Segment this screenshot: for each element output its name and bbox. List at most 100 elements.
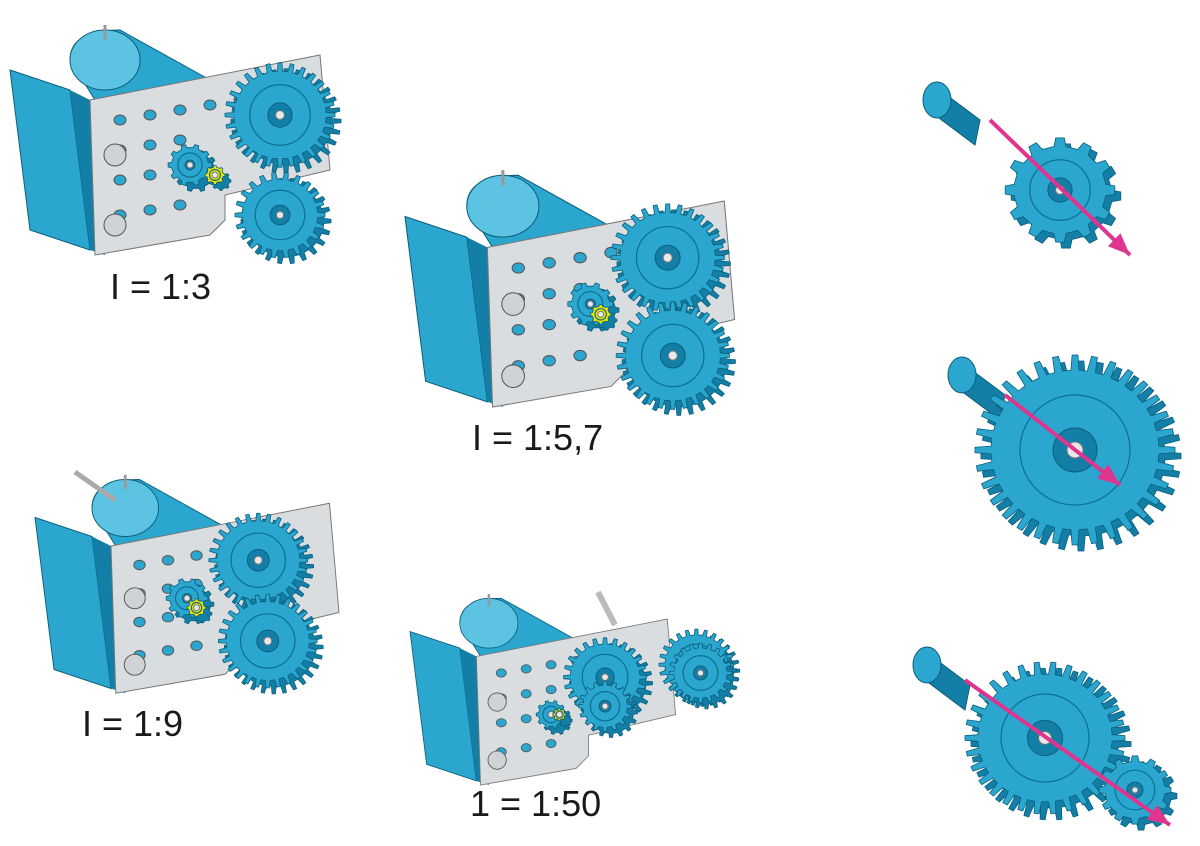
plate-hole	[143, 204, 157, 216]
plate-hole	[495, 668, 507, 678]
plate-hole	[511, 262, 525, 274]
hub-end	[912, 646, 942, 684]
arrow-shaft	[988, 118, 1132, 257]
plate-hole	[542, 288, 556, 300]
plate-hole	[545, 685, 557, 695]
plate-hole	[573, 349, 587, 362]
gear-rim	[177, 152, 203, 178]
hub-2	[947, 356, 1006, 421]
plate-hole	[133, 616, 146, 628]
ratio-label-1-5-7: I = 1:5,7	[472, 417, 604, 458]
axle	[697, 669, 704, 677]
gear-rim	[190, 601, 203, 614]
gear-rim	[555, 710, 564, 719]
axle	[597, 310, 605, 318]
axle	[601, 673, 609, 681]
plate-hole	[143, 109, 157, 121]
gear-rim	[1114, 769, 1156, 811]
gear-rim	[594, 308, 607, 321]
plate-hole	[511, 324, 525, 336]
ratio-label-1-50: 1 = 1:50	[470, 783, 602, 824]
plate-hole	[520, 664, 532, 674]
spur-gear	[610, 203, 731, 318]
screw-head	[123, 653, 146, 676]
plate-hole	[495, 718, 507, 728]
yellow-pinion	[204, 165, 232, 191]
axle	[186, 161, 194, 169]
rotation-axis-arrow-1	[988, 118, 1132, 257]
arrowhead	[1146, 804, 1170, 825]
output-shaft	[595, 590, 618, 627]
gear-rim	[1029, 159, 1091, 221]
arrow-shaft	[963, 678, 1172, 827]
plate-hole	[190, 550, 203, 561]
plate-hole	[545, 660, 557, 670]
motor-bracket	[34, 516, 112, 690]
arrow-shaft	[1003, 393, 1122, 487]
hub-3	[912, 646, 971, 711]
axle	[183, 594, 191, 602]
spur-gear	[218, 593, 324, 695]
screw-head	[501, 364, 525, 388]
gear-rim	[641, 323, 705, 388]
spur-gear	[578, 680, 638, 738]
gear-rim	[208, 168, 222, 182]
gear-rim	[1019, 394, 1131, 506]
yellow-pinion	[590, 304, 618, 331]
screw-head	[123, 587, 146, 610]
arrowhead	[1107, 233, 1130, 255]
plate-hole	[113, 174, 127, 186]
screw-head	[487, 692, 507, 712]
plate-hole	[173, 104, 187, 116]
ratio-label-1-3: I = 1:3	[110, 266, 212, 307]
axle	[667, 350, 678, 361]
gear-rim	[589, 690, 621, 722]
plate-hole	[190, 640, 203, 651]
plate-hole	[143, 169, 157, 181]
plate-hole	[173, 134, 187, 146]
arrowhead	[1097, 464, 1120, 485]
axle	[275, 110, 285, 120]
axle	[662, 252, 673, 263]
plate-hole	[542, 318, 556, 331]
spur-gear	[224, 62, 342, 174]
plate-hole	[113, 114, 127, 126]
axle	[1131, 786, 1139, 794]
spur-gear	[208, 512, 314, 614]
plate-hole	[133, 559, 146, 571]
gearbox-assembly-1-9	[34, 474, 340, 694]
axle	[601, 702, 609, 710]
axle	[555, 711, 563, 718]
plate-hole	[520, 689, 532, 699]
plate-hole	[545, 738, 557, 749]
screw-head	[103, 213, 127, 237]
hub-end	[922, 81, 952, 119]
plate-hole	[161, 612, 175, 623]
axle	[253, 555, 263, 565]
spur-gear	[234, 172, 332, 264]
gear-rim	[239, 613, 296, 669]
ratio-label-1-9: I = 1:9	[82, 703, 184, 744]
gear-rim	[249, 84, 311, 146]
plate-hole	[542, 257, 556, 269]
plate-hole	[173, 199, 187, 211]
plate-hole	[520, 743, 532, 753]
screw-head	[501, 292, 525, 316]
gear-rim	[254, 189, 306, 241]
axle	[275, 210, 285, 220]
hub-end	[947, 356, 977, 394]
axle	[211, 171, 219, 179]
motor-bracket	[409, 630, 477, 782]
yellow-pinion	[552, 707, 573, 728]
plate-hole	[520, 714, 532, 724]
gear-rim	[230, 532, 287, 589]
gear-rim	[174, 586, 200, 611]
yellow-pinion	[186, 598, 213, 624]
hub-1	[922, 81, 981, 146]
rotation-axis-arrow-2	[1003, 393, 1122, 487]
gear-rim	[577, 290, 604, 318]
plate-hole	[203, 99, 217, 111]
spur-gear	[615, 301, 736, 416]
